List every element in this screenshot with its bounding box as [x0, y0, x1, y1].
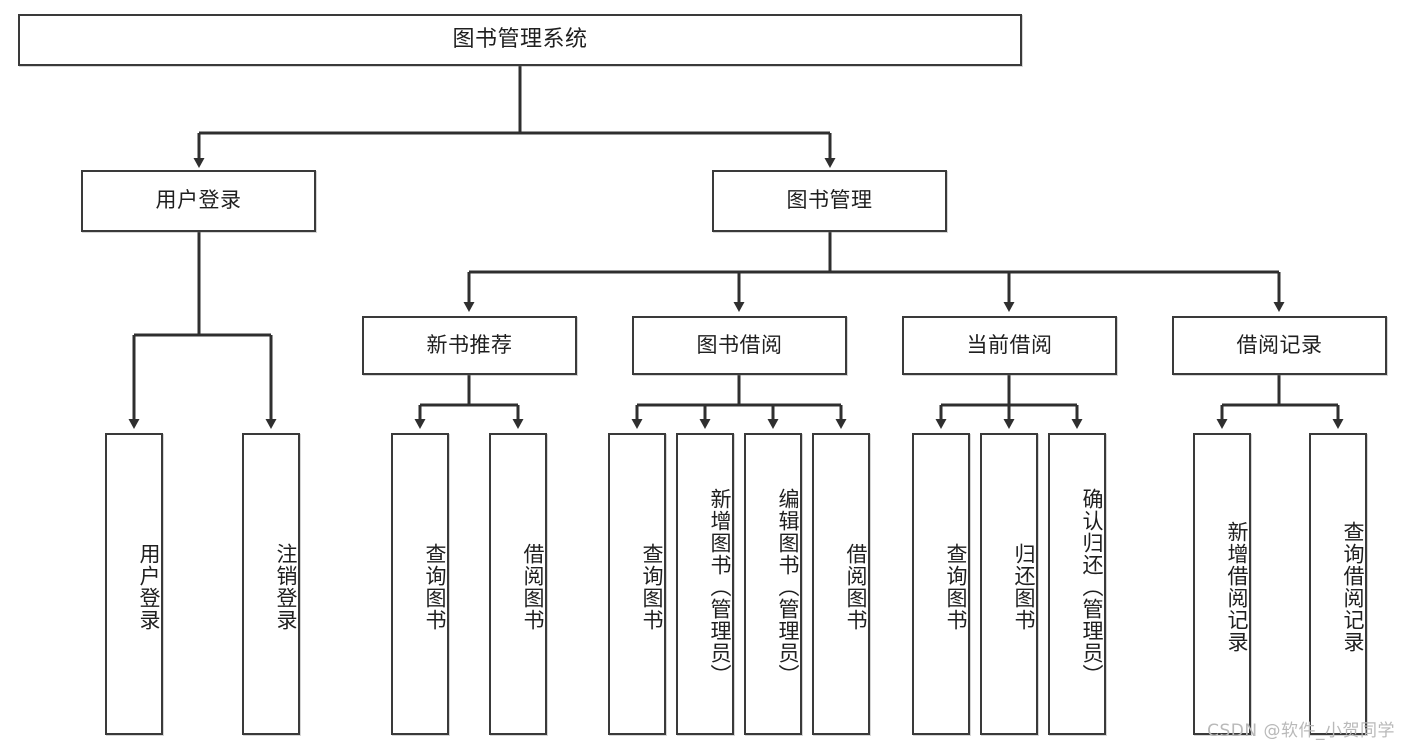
leaf-label: 新增借阅记录 [1225, 521, 1249, 653]
leaf-query-book-borrow[interactable]: 查询图书 [608, 433, 666, 735]
leaf-borrow-book[interactable]: 借阅图书 [812, 433, 870, 735]
node-root-system[interactable]: 图书管理系统 [18, 14, 1022, 66]
leaf-add-borrow-record[interactable]: 新增借阅记录 [1193, 433, 1251, 735]
leaf-label: 借阅图书 [521, 543, 545, 631]
node-book-management[interactable]: 图书管理 [712, 170, 947, 232]
leaf-query-book-recommend[interactable]: 查询图书 [391, 433, 449, 735]
leaf-logout-login[interactable]: 注销登录 [242, 433, 300, 735]
node-borrow-records[interactable]: 借阅记录 [1172, 316, 1387, 375]
watermark-text: CSDN @软件_小贺同学 [1207, 721, 1395, 741]
leaf-edit-book-admin[interactable]: 编辑图书（管理员） [744, 433, 802, 735]
leaf-confirm-return-admin[interactable]: 确认归还（管理员） [1048, 433, 1106, 735]
leaf-query-borrow-record[interactable]: 查询借阅记录 [1309, 433, 1367, 735]
leaf-label: 确认归还（管理员） [1080, 488, 1104, 686]
leaf-borrow-book-recommend[interactable]: 借阅图书 [489, 433, 547, 735]
leaf-label: 注销登录 [274, 543, 298, 631]
leaf-add-book-admin[interactable]: 新增图书（管理员） [676, 433, 734, 735]
leaf-user-login[interactable]: 用户登录 [105, 433, 163, 735]
leaf-return-book[interactable]: 归还图书 [980, 433, 1038, 735]
node-new-book-recommend[interactable]: 新书推荐 [362, 316, 577, 375]
node-current-borrow[interactable]: 当前借阅 [902, 316, 1117, 375]
leaf-label: 查询图书 [944, 543, 968, 631]
leaf-label: 查询图书 [423, 543, 447, 631]
leaf-label: 用户登录 [137, 543, 161, 631]
leaf-label: 查询借阅记录 [1341, 521, 1365, 653]
leaf-query-book-current[interactable]: 查询图书 [912, 433, 970, 735]
leaf-label: 编辑图书（管理员） [776, 488, 800, 686]
leaf-label: 归还图书 [1012, 543, 1036, 631]
node-book-borrow[interactable]: 图书借阅 [632, 316, 847, 375]
leaf-label: 借阅图书 [844, 543, 868, 631]
node-user-login[interactable]: 用户登录 [81, 170, 316, 232]
leaf-label: 新增图书（管理员） [708, 488, 732, 686]
leaf-label: 查询图书 [640, 543, 664, 631]
